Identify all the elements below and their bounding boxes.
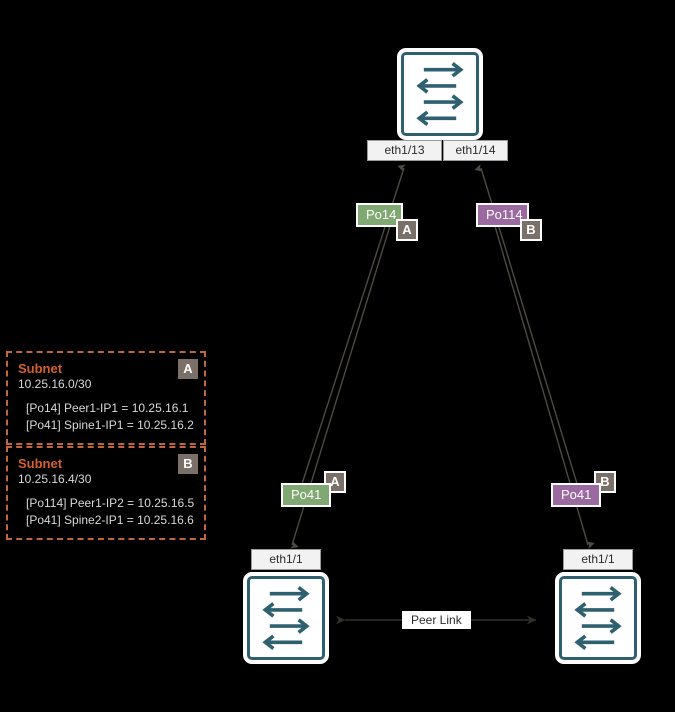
po-badge-a-bottom[interactable]: Po41 [281,483,331,507]
legend-row: [Po41] Spine1-IP1 = 10.25.16.2 [26,418,194,432]
peer-link-label[interactable]: Peer Link [402,611,471,629]
legend-subnet-b: B Subnet 10.25.16.4/30 [Po114] Peer1-IP2… [6,446,206,540]
switch-icon [247,576,325,660]
legend-subnet-b-title: Subnet [18,456,63,471]
port-label-leaf-right-eth1-1[interactable]: eth1/1 [563,549,633,570]
legend-subnet-b-rows: [Po114] Peer1-IP2 = 10.25.16.5 [Po41] Sp… [18,495,194,529]
marker-b-top: B [520,219,542,241]
legend-subnet-a-cidr: 10.25.16.0/30 [18,377,92,391]
legend-row: [Po14] Peer1-IP1 = 10.25.16.1 [26,401,189,415]
spine-switch[interactable] [397,48,483,140]
po-badge-a-top[interactable]: Po14 [356,203,403,227]
port-label-eth1-13[interactable]: eth1/13 [367,140,442,161]
legend-subnet-a-rows: [Po14] Peer1-IP1 = 10.25.16.1 [Po41] Spi… [18,400,194,434]
leaf-switch-right[interactable] [555,572,641,664]
legend-row: [Po41] Spine2-IP1 = 10.25.16.6 [26,513,194,527]
legend-subnet-a-title: Subnet [18,361,63,376]
marker-legend-a: A [178,359,198,379]
legend-row: [Po114] Peer1-IP2 = 10.25.16.5 [26,496,195,510]
po-badge-b-bottom[interactable]: Po41 [551,483,601,507]
port-label-leaf-left-eth1-1[interactable]: eth1/1 [251,549,321,570]
switch-icon [401,52,479,136]
marker-a-top: A [396,219,418,241]
legend-subnet-a: A Subnet 10.25.16.0/30 [Po14] Peer1-IP1 … [6,351,206,445]
switch-icon [559,576,637,660]
legend-subnet-b-cidr: 10.25.16.4/30 [18,472,92,486]
marker-legend-b: B [178,454,198,474]
leaf-switch-left[interactable] [243,572,329,664]
port-label-eth1-14[interactable]: eth1/14 [443,140,508,161]
